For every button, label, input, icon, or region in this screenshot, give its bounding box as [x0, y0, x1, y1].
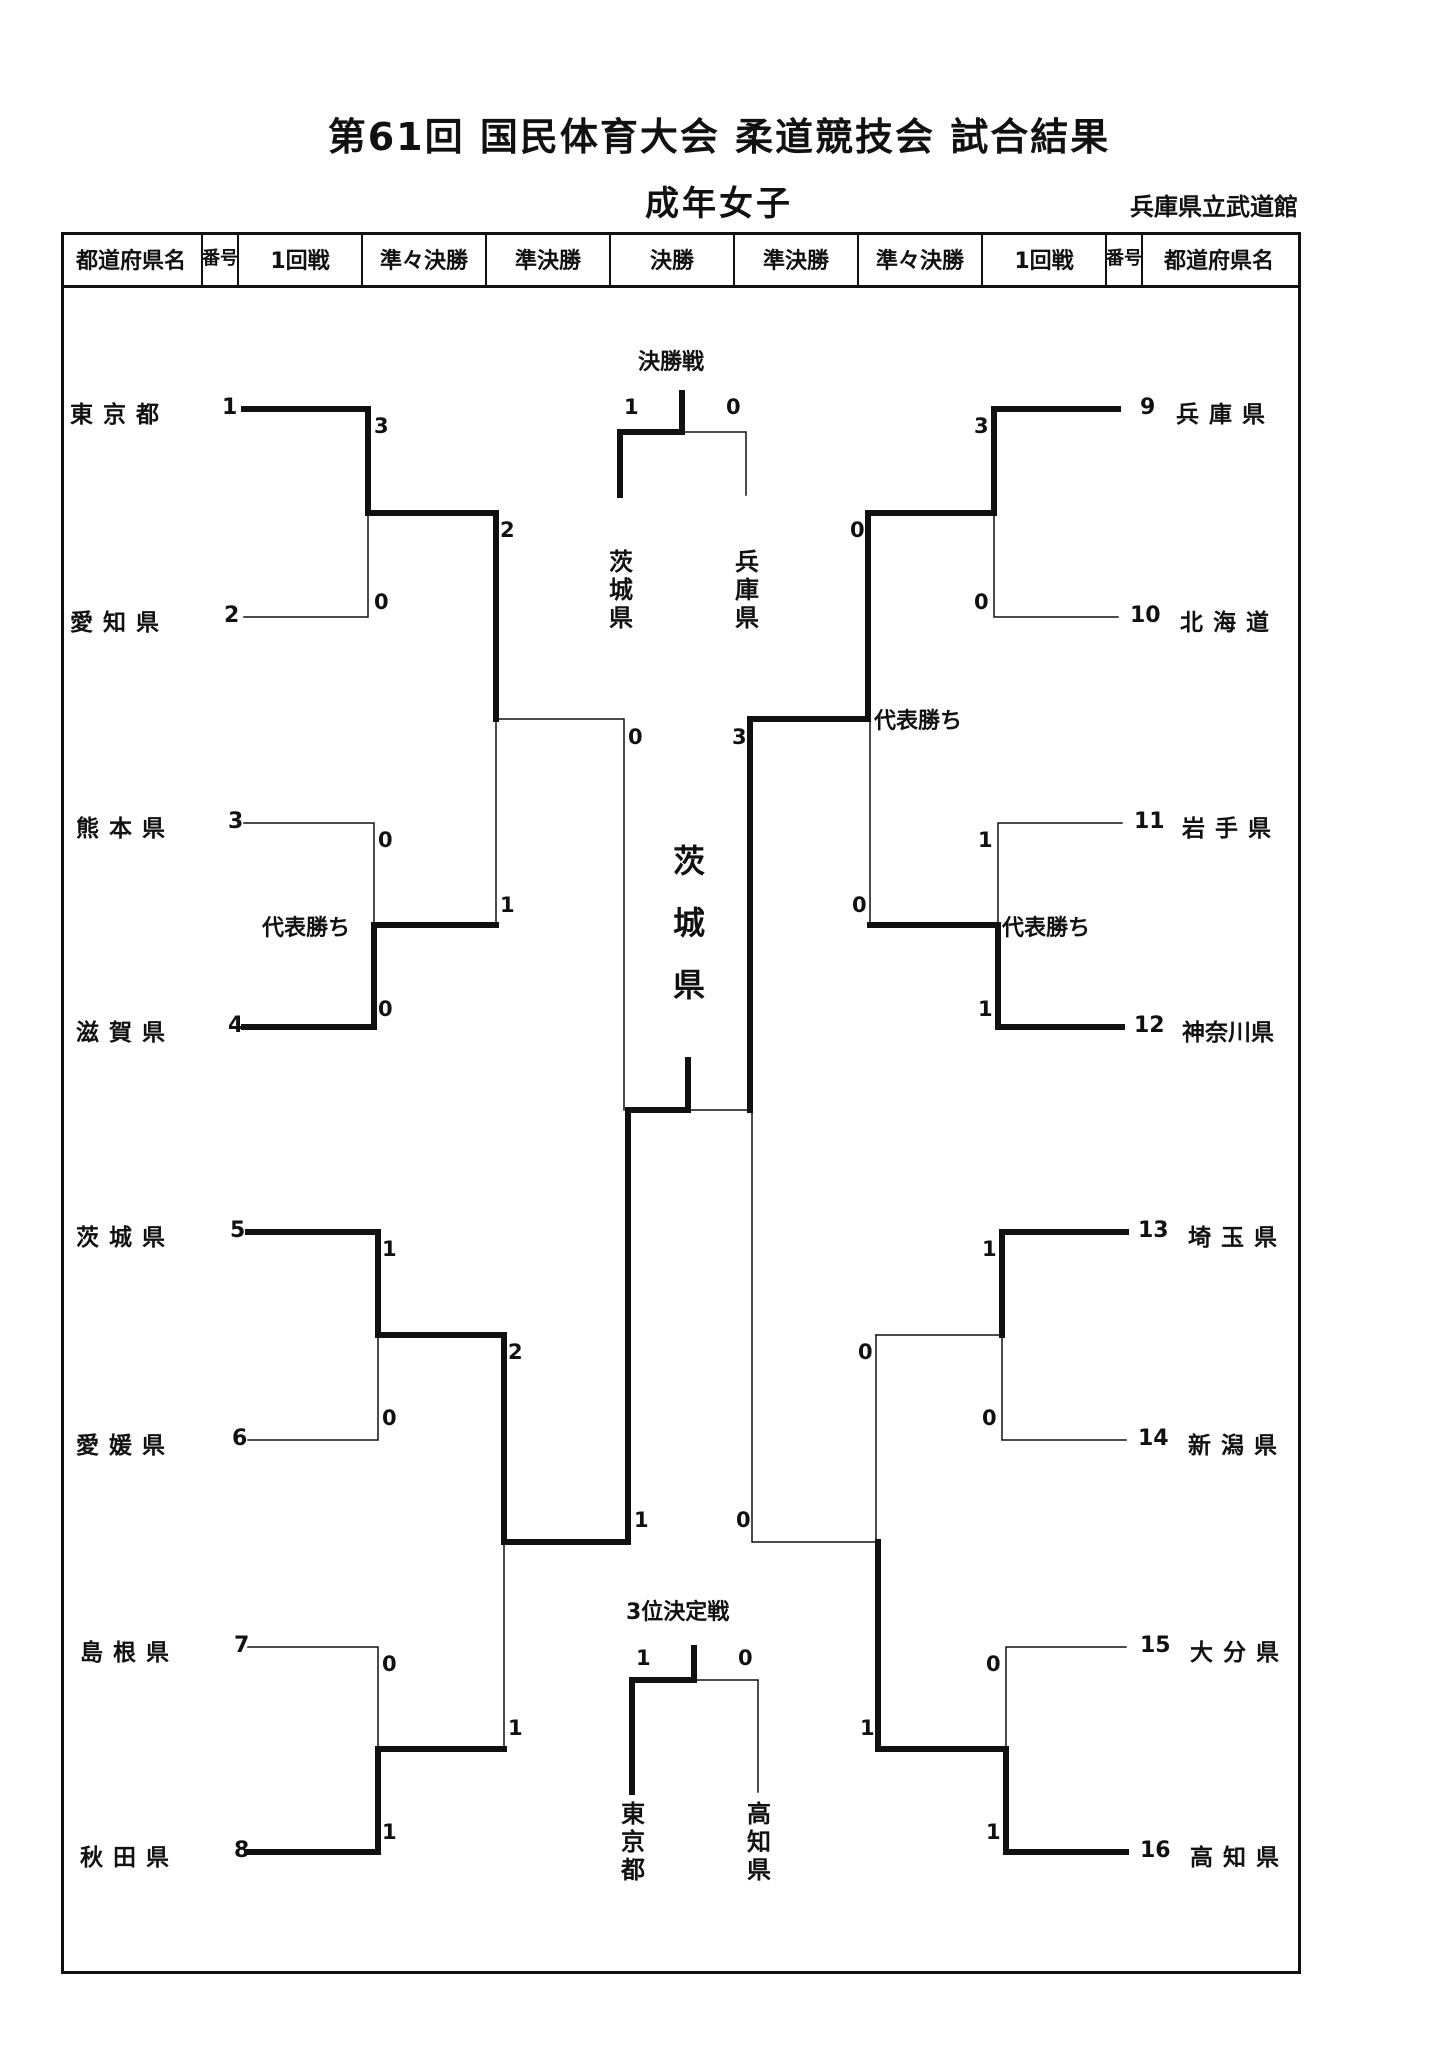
score-left-qf-2: 1: [500, 893, 515, 917]
score-right-r1-6: 0: [982, 1406, 997, 1430]
score-right-r1-1: 3: [974, 414, 989, 438]
score-right-r1-5: 1: [982, 1237, 997, 1261]
team-left-8: 秋田県: [80, 1845, 179, 1871]
score-right-r1-4: 1: [978, 997, 993, 1021]
final-team-left: 茨城県: [609, 548, 633, 632]
final-team-right: 兵庫県: [735, 548, 759, 632]
team-right-15: 大分県: [1190, 1640, 1289, 1666]
score-right-r1-7: 0: [986, 1652, 1001, 1676]
team-right-11-num: 11: [1134, 809, 1165, 834]
score-right-sf-2: 0: [736, 1508, 751, 1532]
header-round1-right: 1回戦: [983, 232, 1107, 285]
score-right-qf-4: 1: [860, 1716, 875, 1740]
team-right-10: 北海道: [1180, 610, 1279, 636]
final-score-right: 0: [726, 395, 741, 419]
team-right-14: 新潟県: [1188, 1433, 1287, 1459]
final-score-left: 1: [624, 395, 639, 419]
header-qf-left: 準々決勝: [363, 232, 487, 285]
score-left-qf-3: 2: [508, 1340, 523, 1364]
team-left-6: 愛媛県: [76, 1433, 175, 1459]
team-left-4-num: 4: [228, 1013, 244, 1038]
team-right-13-num: 13: [1138, 1218, 1169, 1243]
team-left-7: 島根県: [80, 1640, 179, 1666]
score-left-r1-4: 0: [378, 997, 393, 1021]
team-right-12-num: 12: [1134, 1013, 1165, 1038]
team-right-9: 兵庫県: [1176, 402, 1275, 428]
team-right-12: 神奈川県: [1182, 1020, 1274, 1046]
team-right-13: 埼玉県: [1188, 1225, 1287, 1251]
header-pref-left: 都道府県名: [61, 232, 203, 285]
rep-win-label-right-2: 代表勝ち: [1002, 916, 1091, 941]
score-right-r1-8: 1: [986, 1820, 1001, 1844]
score-right-qf-2: 0: [852, 893, 867, 917]
team-right-16-num: 16: [1140, 1838, 1171, 1863]
header-num-right: 番号: [1106, 232, 1143, 285]
score-right-qf-3: 0: [858, 1340, 873, 1364]
rep-win-label-left: 代表勝ち: [262, 916, 351, 941]
champion-name: 茨城県: [672, 842, 705, 1004]
table-header: 都道府県名 番号 1回戦 準々決勝 準決勝 決勝 準決勝 準々決勝 1回戦 番号…: [61, 232, 1301, 288]
rep-win-label-right-1: 代表勝ち: [874, 709, 963, 734]
header-final: 決勝: [611, 232, 735, 285]
score-left-qf-1: 2: [500, 518, 515, 542]
team-left-1: 東京都: [70, 402, 169, 428]
third-place-score-right: 0: [738, 1646, 753, 1670]
score-left-sf-2: 1: [634, 1508, 649, 1532]
header-sf-right: 準決勝: [735, 232, 859, 285]
score-left-qf-4: 1: [508, 1716, 523, 1740]
page-title: 第61回 国民体育大会 柔道競技会 試合結果: [327, 115, 1111, 159]
score-left-r1-1: 3: [374, 414, 389, 438]
score-left-r1-2: 0: [374, 590, 389, 614]
team-left-8-num: 8: [234, 1838, 250, 1863]
third-place-score-left: 1: [636, 1646, 651, 1670]
team-right-10-num: 10: [1130, 603, 1161, 628]
score-left-r1-6: 0: [382, 1406, 397, 1430]
venue-label: 兵庫県立武道館: [1130, 193, 1298, 221]
score-left-sf-1: 0: [628, 725, 643, 749]
score-right-r1-2: 0: [974, 590, 989, 614]
team-right-9-num: 9: [1140, 395, 1156, 420]
score-right-sf-1: 3: [732, 725, 747, 749]
team-right-16: 高知県: [1190, 1845, 1289, 1871]
header-num-left: 番号: [202, 232, 239, 285]
team-left-3: 熊本県: [76, 816, 175, 842]
team-left-2: 愛知県: [70, 610, 169, 636]
third-place-team-right: 高知県: [747, 1800, 771, 1884]
score-left-r1-3: 0: [378, 828, 393, 852]
final-label: 決勝戦: [638, 350, 705, 375]
header-sf-left: 準決勝: [487, 232, 611, 285]
third-place-team-left: 東京都: [621, 1800, 645, 1884]
header-round1-left: 1回戦: [239, 232, 363, 285]
team-left-7-num: 7: [234, 1633, 250, 1658]
page-subtitle: 成年女子: [645, 184, 793, 224]
score-right-r1-3: 1: [978, 828, 993, 852]
team-left-6-num: 6: [232, 1426, 248, 1451]
team-right-11: 岩手県: [1182, 816, 1281, 842]
team-left-4: 滋賀県: [76, 1020, 175, 1046]
team-left-2-num: 2: [224, 603, 240, 628]
header-pref-right: 都道府県名: [1163, 248, 1274, 274]
header-qf-right: 準々決勝: [859, 232, 983, 285]
team-left-5-num: 5: [230, 1218, 246, 1243]
team-left-5: 茨城県: [76, 1225, 175, 1251]
team-right-15-num: 15: [1140, 1633, 1171, 1658]
score-left-r1-5: 1: [382, 1237, 397, 1261]
score-left-r1-7: 0: [382, 1652, 397, 1676]
bracket-frame: [61, 232, 1301, 1974]
score-left-r1-8: 1: [382, 1820, 397, 1844]
score-right-qf-1: 0: [850, 518, 865, 542]
team-left-3-num: 3: [228, 809, 244, 834]
team-left-1-num: 1: [222, 395, 238, 420]
third-place-label: 3位決定戦: [626, 1600, 730, 1625]
team-right-14-num: 14: [1138, 1426, 1169, 1451]
